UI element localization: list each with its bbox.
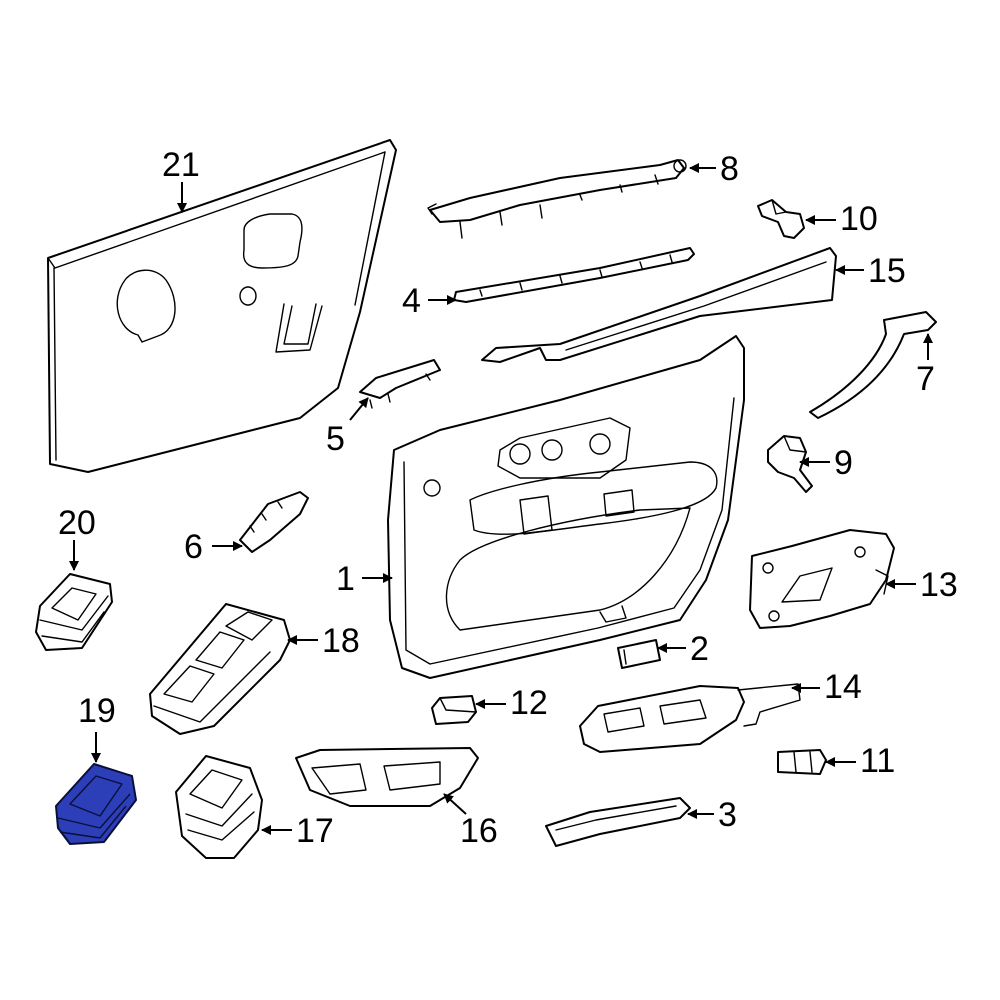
part-9-connector[interactable] xyxy=(767,435,813,493)
callout-15: 15 xyxy=(868,252,906,290)
callout-21: 21 xyxy=(162,146,200,184)
callout-20: 20 xyxy=(58,504,96,542)
callout-labels: 21 8 10 4 15 7 5 9 6 20 1 13 18 2 14 12 … xyxy=(58,146,958,850)
callout-7: 7 xyxy=(916,360,935,398)
part-20-switch[interactable] xyxy=(35,573,113,651)
callout-18: 18 xyxy=(322,622,360,660)
part-1-door-trim-panel[interactable] xyxy=(387,335,745,679)
part-5-bezel[interactable] xyxy=(359,359,441,409)
callout-11: 11 xyxy=(860,742,895,780)
callout-12: 12 xyxy=(510,684,548,722)
part-16-trim-bezel[interactable] xyxy=(295,747,479,807)
callout-16: 16 xyxy=(460,812,498,850)
callout-3: 3 xyxy=(718,796,737,834)
callout-1: 1 xyxy=(336,560,355,598)
callout-14: 14 xyxy=(824,668,862,706)
callout-17: 17 xyxy=(296,812,334,850)
callout-9: 9 xyxy=(834,444,853,482)
callout-19: 19 xyxy=(78,692,116,730)
part-13-latch-bracket[interactable] xyxy=(749,529,895,629)
part-3-lower-trim[interactable] xyxy=(545,797,691,847)
part-15-molding[interactable] xyxy=(481,247,837,363)
callout-6: 6 xyxy=(184,528,203,566)
callout-8: 8 xyxy=(720,150,739,188)
callout-2: 2 xyxy=(690,630,709,668)
part-2-clip[interactable] xyxy=(617,639,661,669)
part-10-sensor[interactable] xyxy=(757,199,805,239)
part-19-switch-highlighted[interactable] xyxy=(55,763,137,845)
part-8-upper-bracket[interactable] xyxy=(427,159,687,239)
part-7-trim-piece[interactable] xyxy=(809,311,937,419)
part-4-trim-strip[interactable] xyxy=(453,247,695,303)
callout-4: 4 xyxy=(402,282,421,320)
callout-5: 5 xyxy=(326,420,345,458)
callout-10: 10 xyxy=(840,200,878,238)
part-12-small-trim[interactable] xyxy=(431,695,477,725)
leader-lines xyxy=(69,163,933,835)
callout-13: 13 xyxy=(920,566,958,604)
part-6-corner-trim[interactable] xyxy=(239,491,309,553)
part-21-insulation-panel[interactable] xyxy=(47,139,397,473)
part-14-armrest-housing[interactable] xyxy=(579,683,801,753)
part-18-window-switch-panel[interactable] xyxy=(149,603,291,735)
part-11-small-bracket[interactable] xyxy=(777,749,827,775)
part-17-switch-assembly[interactable] xyxy=(175,755,263,859)
